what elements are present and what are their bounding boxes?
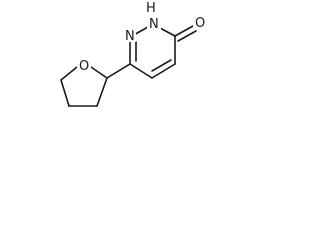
atom-o-carbonyl: O	[193, 15, 207, 31]
bond-thf-c5-o	[60, 66, 78, 81]
bond-c4-c5	[151, 63, 176, 79]
atom-label-n2: N	[149, 17, 159, 32]
chemical-structure: N N H O O	[60, 0, 207, 107]
atom-label-n1: N	[125, 29, 135, 44]
bond-thf-o-c2	[90, 66, 108, 79]
bond-c3-o-carbonyl	[174, 25, 194, 37]
atom-n2: N H	[145, 0, 161, 32]
atom-label-h: H	[146, 1, 156, 16]
tetrahydrofuran-ring	[60, 66, 108, 107]
atom-n1: N	[122, 28, 136, 44]
atom-label-o-ring: O	[79, 59, 89, 74]
pyridazinone-ring	[129, 26, 176, 79]
bond-c4-c5-double	[151, 59, 172, 72]
bond-thf-c2-c3	[96, 77, 108, 107]
bond-c6-thf	[106, 63, 131, 79]
bond-thf-c4-c5	[60, 79, 70, 107]
bond-c5-c6	[129, 63, 153, 79]
bond-c3-o-carbonyl-double	[177, 30, 197, 42]
atom-label-o-carbonyl: O	[195, 16, 205, 31]
atom-o-ring: O	[77, 58, 91, 74]
